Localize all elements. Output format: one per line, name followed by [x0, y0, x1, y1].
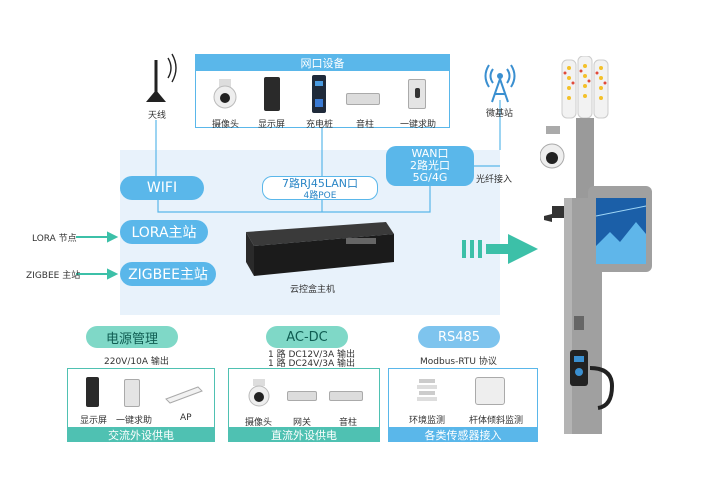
- network-devices-title: 网口设备: [196, 55, 449, 71]
- net-item-label: 一键求助: [400, 120, 437, 130]
- lora-master-badge: LORA主站: [120, 220, 208, 244]
- sensor-item-label: 环境监测: [409, 416, 446, 426]
- lan-line-1: 7路RJ45LAN口: [281, 177, 359, 190]
- host-label: 云控盒主机: [290, 285, 336, 295]
- ac-supply-title: 交流外设供电: [67, 427, 215, 442]
- sos-button-icon: [408, 79, 426, 109]
- dc-item-label: 网关: [293, 418, 312, 428]
- lamp-head-icon: [561, 56, 609, 119]
- base-station-label: 微基站: [486, 109, 514, 119]
- acdc-spec-2: 1 路 DC24V/3A 输出: [268, 359, 356, 369]
- dc-supply-box: 摄像头 网关 音柱 直流外设供电: [228, 368, 380, 442]
- display-screen-icon: [86, 377, 99, 407]
- net-item-label: 音柱: [356, 120, 375, 130]
- smart-pole-illustration: [540, 56, 652, 434]
- acdc-badge: AC-DC: [266, 326, 348, 348]
- zigbee-master-badge: ZIGBEE主站: [120, 262, 216, 286]
- network-devices-box: 网口设备 摄像头 显示屏 充电桩 音柱 一键求助: [195, 54, 450, 130]
- sos-button-icon: [124, 379, 140, 407]
- lan-port-badge: 7路RJ45LAN口 4路POE: [262, 176, 378, 201]
- power-management-badge: 电源管理: [86, 326, 178, 348]
- sensor-box-title: 各类传感器接入: [388, 427, 538, 442]
- dc-supply-title: 直流外设供电: [228, 427, 380, 442]
- antenna-icon: [146, 53, 177, 102]
- ac-item-label: 一键求助: [116, 416, 153, 426]
- ac-item-label: AP: [180, 413, 192, 423]
- tilt-sensor-icon: [475, 377, 505, 405]
- lora-node-label: LORA 节点: [32, 234, 77, 244]
- access-point-icon: [165, 386, 203, 404]
- lan-line-2: 4路POE: [303, 191, 337, 201]
- base-station-icon: [484, 64, 516, 103]
- dc-item-label: 音柱: [339, 418, 358, 428]
- net-item-label: 充电桩: [306, 120, 334, 130]
- speaker-column-icon: [346, 93, 380, 105]
- zigbee-node-label: ZIGBEE 主站: [26, 271, 81, 281]
- cloud-control-box-icon: [246, 222, 394, 276]
- dome-camera-icon: [213, 79, 237, 109]
- dc-item-label: 摄像头: [245, 418, 273, 428]
- wan-line-3: 5G/4G: [412, 171, 448, 184]
- net-item-label: 显示屏: [258, 120, 286, 130]
- gateway-icon: [287, 391, 317, 401]
- rs485-badge: RS485: [418, 326, 500, 348]
- wan-line-2: 2路光口: [410, 159, 450, 172]
- display-screen-icon: [264, 77, 280, 111]
- power-spec: 220V/10A 输出: [104, 357, 169, 367]
- charging-pile-icon: [312, 75, 326, 113]
- ac-supply-box: 显示屏 一键求助 AP 交流外设供电: [67, 368, 215, 442]
- antenna-label: 天线: [148, 111, 167, 121]
- speaker-column-icon: [329, 391, 363, 401]
- rs485-spec: Modbus-RTU 协议: [420, 357, 497, 367]
- fiber-label: 光纤接入: [476, 175, 513, 185]
- acdc-spec-1: 1 路 DC12V/3A 输出: [268, 350, 356, 360]
- environment-sensor-icon: [417, 379, 437, 401]
- wan-line-1: WAN口: [411, 147, 449, 160]
- net-item-label: 摄像头: [212, 120, 240, 130]
- ac-item-label: 显示屏: [80, 416, 108, 426]
- wifi-badge: WIFI: [120, 176, 204, 200]
- sensor-box: 环境监测 杆体倾斜监测 各类传感器接入: [388, 368, 538, 442]
- sensor-item-label: 杆体倾斜监测: [469, 416, 524, 426]
- wan-port-badge: WAN口 2路光口 5G/4G: [386, 146, 474, 186]
- dome-camera-icon: [248, 379, 270, 407]
